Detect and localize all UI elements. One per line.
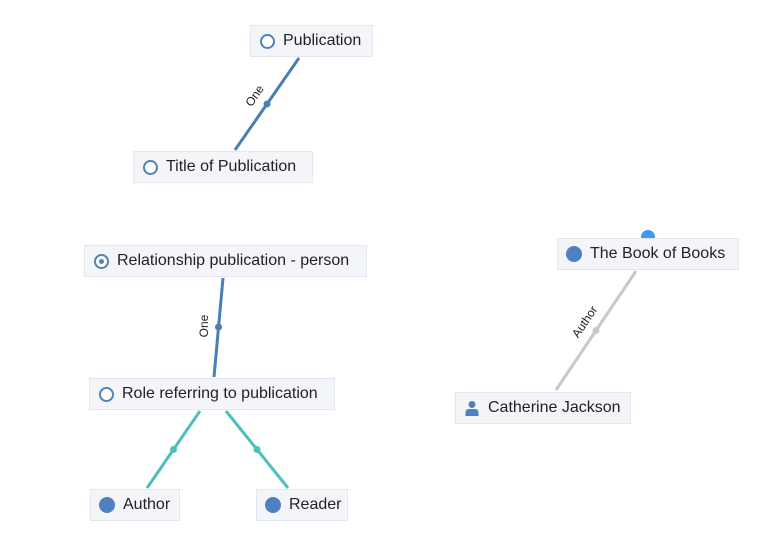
node-the-book-of-books[interactable]: The Book of Books bbox=[557, 238, 739, 270]
ring-icon bbox=[259, 33, 275, 49]
node-label: The Book of Books bbox=[590, 245, 726, 262]
target-icon bbox=[93, 253, 109, 269]
edge-midpoint-dot bbox=[170, 446, 177, 453]
edge-label-one: One bbox=[243, 82, 267, 109]
person-icon bbox=[464, 400, 480, 416]
filled-circle-icon bbox=[566, 246, 582, 262]
edge-label-author: Author bbox=[569, 303, 600, 340]
ring-icon bbox=[142, 159, 158, 175]
edge-midpoint-dot bbox=[263, 100, 271, 108]
edge-midpoint-dot bbox=[592, 327, 600, 334]
node-label: Reader bbox=[289, 496, 342, 513]
filled-circle-icon bbox=[265, 497, 281, 513]
ring-icon bbox=[98, 386, 114, 402]
node-catherine-jackson[interactable]: Catherine Jackson bbox=[455, 392, 631, 424]
node-relationship-publication-person[interactable]: Relationship publication - person bbox=[84, 245, 367, 277]
node-label: Catherine Jackson bbox=[488, 399, 621, 416]
node-role-referring-to-publication[interactable]: Role referring to publication bbox=[89, 378, 335, 410]
edge-midpoint-dot bbox=[215, 323, 222, 331]
node-reader[interactable]: Reader bbox=[256, 489, 348, 521]
node-author[interactable]: Author bbox=[90, 489, 180, 521]
node-label: Title of Publication bbox=[166, 158, 297, 175]
node-label: Relationship publication - person bbox=[117, 252, 350, 269]
filled-circle-icon bbox=[99, 497, 115, 513]
node-label: Author bbox=[123, 496, 171, 513]
node-label: Publication bbox=[283, 32, 362, 49]
node-title-of-publication[interactable]: Title of Publication bbox=[133, 151, 313, 183]
node-publication[interactable]: Publication bbox=[250, 25, 373, 57]
edge-label-one: One bbox=[197, 314, 211, 337]
edge-midpoint-dot bbox=[253, 446, 261, 453]
node-label: Role referring to publication bbox=[122, 385, 318, 402]
